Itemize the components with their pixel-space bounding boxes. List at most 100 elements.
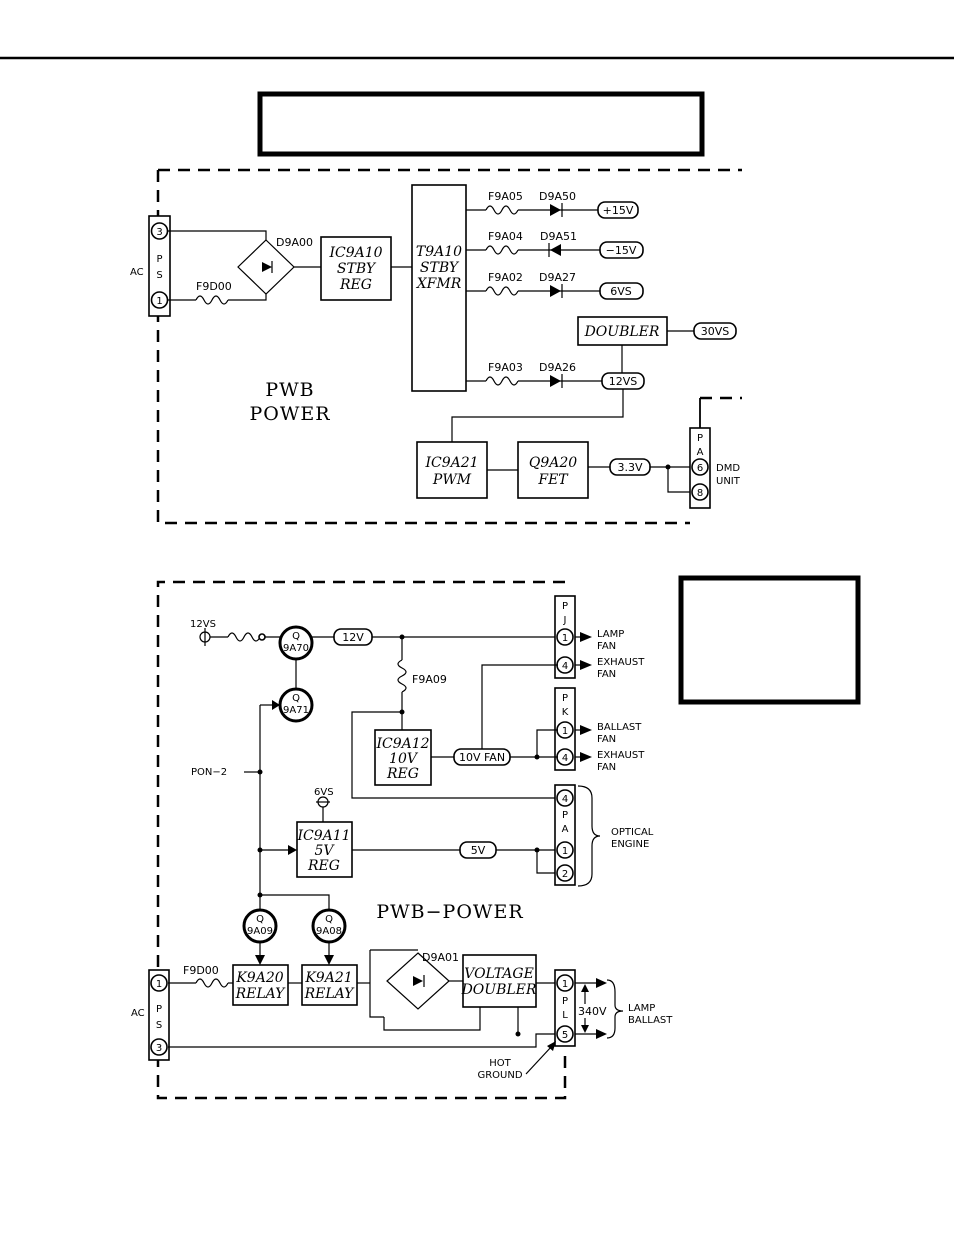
top-out-6vs — [599, 282, 644, 300]
bottom-vd-line2: DOUBLER — [461, 982, 537, 998]
bottom-pa-letter-p: P — [562, 810, 568, 821]
top-ps-connector — [148, 215, 171, 317]
bottom-lamp-fan-line2: FAN — [597, 641, 616, 652]
bottom-q9a70-line2: 9A70 — [283, 643, 309, 654]
bottom-bridge-d9a01 — [386, 952, 450, 1010]
bottom-k9a21-line2: RELAY — [304, 986, 356, 1002]
top-diode-d9a27-label: D9A27 — [539, 271, 576, 284]
bottom-voltage-doubler-block — [462, 954, 537, 1008]
bottom-vd-line1: VOLTAGE — [464, 966, 534, 982]
bottom-wire-to-pa4 — [351, 711, 558, 799]
bottom-optical-engine-line2: ENGINE — [611, 839, 649, 850]
top-bridge-diode-icon — [262, 262, 272, 272]
bottom-pa-pin-2 — [556, 864, 574, 882]
bottom-q9a09-line2: 9A09 — [247, 926, 273, 937]
top-out-plus15v-label: +15V — [603, 204, 634, 217]
top-diode-d9a51-icon — [550, 244, 561, 256]
bottom-arrow-k21 — [324, 955, 334, 965]
bottom-wire-bridge-left — [369, 950, 384, 1018]
bottom-ps-pin-1-label: 1 — [156, 979, 162, 990]
top-boundary-left-bottom — [156, 170, 690, 525]
top-ic9a21-line1: IC9A21 — [424, 455, 478, 471]
bottom-exhaust-fan2-line2: FAN — [597, 762, 616, 773]
bottom-arrow-k20 — [255, 955, 265, 965]
bottom-340v-arrow-up — [581, 984, 589, 992]
bottom-q9a08-line1: Q — [325, 914, 333, 925]
bottom-ps-pin-3 — [150, 1038, 168, 1056]
bottom-arrow-q71 — [272, 700, 280, 710]
top-fuse-f9d00-label: F9D00 — [196, 280, 232, 293]
top-q9a20-block — [517, 441, 589, 499]
top-dmd-label-line2: UNIT — [716, 476, 741, 487]
top-diode-d9a50-label: D9A50 — [539, 190, 576, 203]
top-pa-pin-8-label: 8 — [697, 488, 703, 499]
bottom-d9a01-label: D9A01 — [422, 951, 459, 964]
bottom-5v-label: 5V — [471, 844, 486, 857]
bottom-fuse-12vs — [227, 632, 261, 642]
top-d9a00-label: D9A00 — [276, 236, 313, 249]
bottom-6vs-label: 6VS — [314, 787, 334, 798]
bottom-fuse-f9a09-label: F9A09 — [412, 673, 447, 686]
title-box — [257, 91, 705, 157]
top-q9a20-line2: FET — [537, 472, 569, 488]
top-fuse-f9a02-label: F9A02 — [488, 271, 523, 284]
top-bridge-d9a00 — [237, 239, 295, 295]
bottom-hot-ground-line1: HOT — [489, 1058, 511, 1069]
bottom-optical-engine-line1: OPTICAL — [611, 827, 654, 838]
top-diode-d9a50-icon — [550, 204, 561, 216]
bottom-fuse-12vs-end — [258, 633, 266, 641]
top-fuse-f9a02 — [485, 286, 519, 296]
bottom-pl-letter-p: P — [562, 996, 568, 1007]
bottom-pj-pin-4-label: 4 — [562, 661, 568, 672]
top-fuse-f9d00 — [195, 295, 229, 305]
bottom-fuse-f9d00-label: F9D00 — [183, 964, 219, 977]
top-pa-pin-6-label: 6 — [697, 463, 703, 474]
bottom-bridge-diode-icon — [413, 976, 423, 986]
top-ps-pin-1-label: 1 — [156, 296, 162, 307]
top-diode-d9a27-icon — [550, 285, 561, 297]
bottom-arrow-exhaust-fan-1 — [580, 660, 592, 670]
bottom-exhaust-fan1-line1: EXHAUST — [597, 657, 645, 668]
bottom-12v-label: 12V — [342, 631, 364, 644]
bottom-pa-pin-4-label: 4 — [562, 794, 568, 805]
bottom-wire-pon2-q08 — [260, 894, 330, 910]
bottom-k9a20-line1: K9A20 — [235, 970, 283, 986]
top-t9a10-block — [411, 184, 467, 392]
bottom-pj-letter-j: J — [563, 615, 567, 626]
bottom-lamp-ballast-line1: LAMP — [628, 1003, 655, 1014]
top-pa-letter-a: A — [697, 447, 704, 458]
top-pwb-label-line1: PWB — [265, 379, 314, 401]
top-fuse-f9a05 — [485, 205, 519, 215]
bottom-wire-5v-pa2 — [536, 850, 558, 874]
top-pa-pin-6 — [691, 458, 709, 476]
top-t9a10-line3: XFMR — [416, 276, 462, 292]
bottom-pl-pin-1-label: 1 — [562, 979, 568, 990]
bottom-arrow-lamp-fan — [580, 632, 592, 642]
top-wire-pin3 — [168, 230, 267, 240]
bottom-arrow-pl1 — [596, 978, 607, 988]
bottom-wire-bridge-bottom — [383, 1007, 481, 1031]
top-ps-pin-1 — [150, 291, 169, 309]
bottom-pk-pin-1-label: 1 — [562, 726, 568, 737]
bottom-ic9a11-block — [296, 821, 353, 878]
bottom-ps-pin-3-label: 3 — [156, 1043, 162, 1054]
top-diode-d9a26-label: D9A26 — [539, 361, 576, 374]
bottom-ic9a11-line3: REG — [307, 858, 340, 874]
top-ac-label: AC — [130, 267, 144, 278]
bottom-wire-ps3-pl5 — [168, 1033, 558, 1048]
top-fuse-f9a03-label: F9A03 — [488, 361, 523, 374]
top-fuse-f9a05-label: F9A05 — [488, 190, 523, 203]
top-ic9a21-line2: PWM — [432, 472, 472, 488]
bottom-hot-ground-pointer — [525, 1045, 553, 1075]
top-doubler-label: DOUBLER — [584, 324, 660, 340]
bottom-pk-letter-p: P — [562, 693, 568, 704]
top-out-minus15v-label: −15V — [606, 244, 637, 257]
top-diode-d9a51-label: D9A51 — [540, 230, 577, 243]
top-fuse-f9a04 — [485, 245, 519, 255]
top-out-minus15v — [599, 241, 644, 259]
bottom-boundary — [156, 580, 567, 1100]
bottom-pl-letter-l: L — [562, 1010, 568, 1021]
bottom-q9a71-line1: Q — [292, 693, 300, 704]
bottom-pa-pin-2-label: 2 — [562, 869, 568, 880]
bottom-ps-pin-1 — [150, 974, 168, 992]
